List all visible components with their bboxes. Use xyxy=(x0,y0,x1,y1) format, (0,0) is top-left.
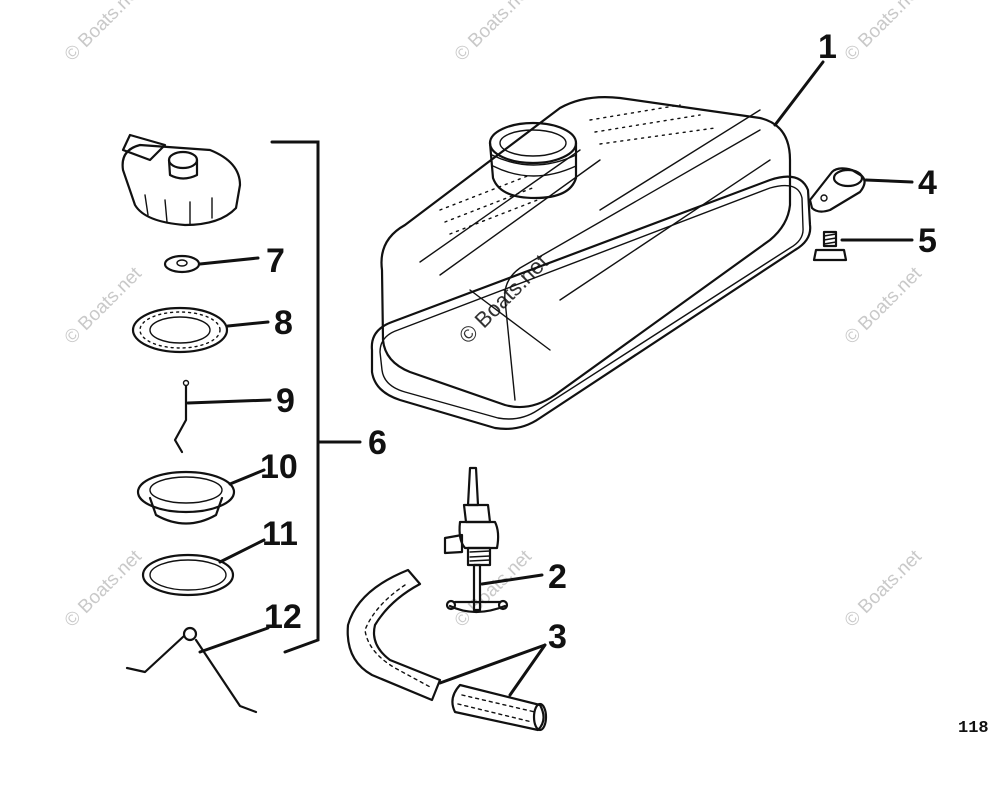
watermark: © Boats.net xyxy=(841,0,927,66)
fuel-valve xyxy=(443,466,544,614)
watermark: © Boats.net xyxy=(61,546,147,632)
washer xyxy=(163,254,260,274)
spring-wire xyxy=(125,626,270,714)
watermark: © Boats.net xyxy=(841,546,927,632)
fuel-hoses xyxy=(346,568,548,732)
callout-5: 5 xyxy=(918,222,937,260)
screw xyxy=(812,230,914,262)
callout-9: 9 xyxy=(276,382,295,420)
filler-cap xyxy=(121,133,242,227)
kit-bracket xyxy=(270,140,362,654)
callout-2: 2 xyxy=(548,558,567,596)
callout-10: 10 xyxy=(260,448,298,486)
o-ring xyxy=(141,538,266,597)
callout-3: 3 xyxy=(548,618,567,656)
callout-4: 4 xyxy=(918,164,937,202)
watermark: © Boats.net xyxy=(451,0,537,66)
callout-12: 12 xyxy=(264,598,302,636)
watermark-center: © Boats.net xyxy=(454,249,553,348)
bracket-clip xyxy=(808,167,914,213)
fuel-tank xyxy=(370,60,825,430)
figure-number: 118 xyxy=(958,719,989,738)
gasket xyxy=(131,306,270,354)
screen-cup xyxy=(136,468,266,525)
leader-line-1 xyxy=(773,60,825,127)
callout-8: 8 xyxy=(274,304,293,342)
callout-1: 1 xyxy=(818,28,837,66)
wire-retainer xyxy=(173,379,272,454)
callout-6: 6 xyxy=(368,424,387,462)
callout-7: 7 xyxy=(266,242,285,280)
watermark: © Boats.net xyxy=(451,546,537,632)
callout-labels: 1 2 3 4 5 6 7 8 9 10 11 12 xyxy=(260,28,937,656)
callout-11: 11 xyxy=(262,515,298,553)
watermark: © Boats.net xyxy=(841,263,927,349)
watermark: © Boats.net xyxy=(61,0,147,66)
